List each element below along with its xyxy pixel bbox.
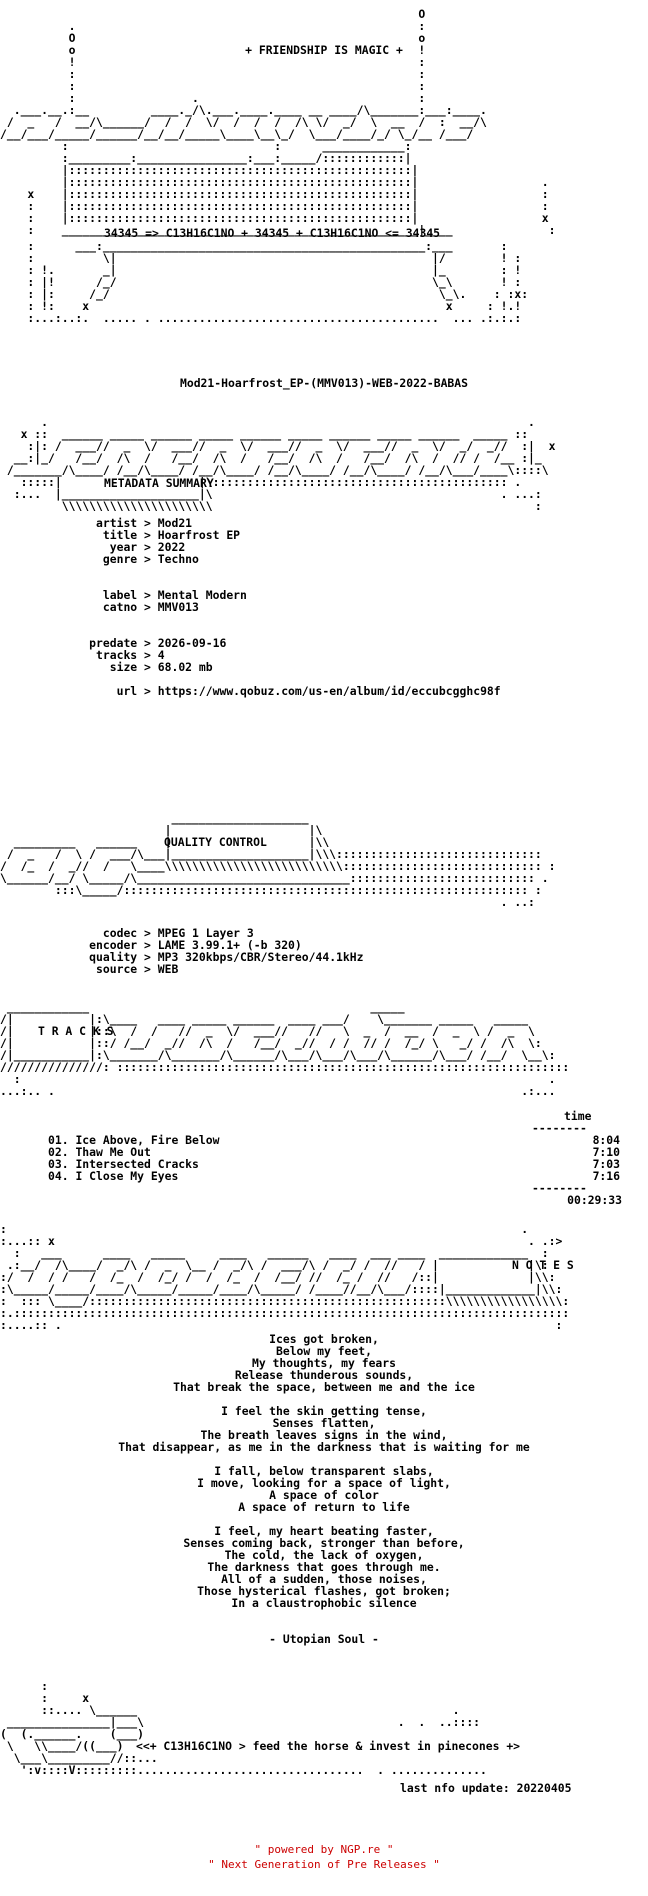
footer-art: : : x ::.... \______ . _______________|_… [0, 1679, 481, 1753]
predate-value: 2026-09-16 [157, 636, 227, 650]
label-value: Mental Modern [157, 588, 247, 602]
label-key: label [102, 588, 138, 602]
footer-art-tail: \___\_________//::... ':v::::V:::::::::.… [13, 1751, 487, 1777]
quality-key: quality [89, 950, 138, 964]
catno-key: catno [102, 600, 138, 614]
artist-value: Mod21 [157, 516, 193, 530]
track-time: 7:16 [592, 1169, 620, 1183]
header-title: + FRIENDSHIP IS MAGIC + [245, 43, 403, 57]
powered-by: " powered by NGP.re " [254, 1843, 394, 1856]
tracklist-total: 00:29:33 [567, 1193, 622, 1207]
source-value: WEB [157, 962, 179, 976]
notes-signature: - Utopian Soul - [269, 1632, 379, 1646]
artist-key: artist [96, 516, 138, 530]
lyric-line: In a claustrophobic silence [231, 1596, 417, 1610]
predate-key: predate [89, 636, 138, 650]
codec-key: codec [102, 926, 138, 940]
notes-stanza: I fall, below transparent slabs, I move,… [0, 1465, 648, 1513]
notes-stanza: Ices got broken, Below my feet, My thoug… [0, 1333, 648, 1393]
lyric-line: Below my feet, [275, 1344, 372, 1358]
tracks-value: 4 [157, 648, 165, 662]
tracklist-time-header: time [564, 1109, 592, 1123]
track-title: Thaw Me Out [75, 1145, 151, 1159]
lyric-line: That disappear, as me in the darkness th… [118, 1440, 530, 1454]
url-key: url [116, 684, 138, 698]
track-title: I Close My Eyes [75, 1169, 179, 1183]
encoder-key: encoder [89, 938, 138, 952]
header-art-lower: : ___:__________________________________… [27, 239, 529, 325]
title-key: title [102, 528, 138, 542]
lyric-line: Senses coming back, stronger than before… [183, 1536, 465, 1550]
track-number: 01. [48, 1133, 69, 1147]
notes-section-title: N O T E S [512, 1258, 574, 1272]
header-art: O . : O o o ! [0, 7, 556, 237]
track-row: 03. Intersected Cracks [48, 1158, 199, 1170]
codec-value: MPEG 1 Layer 3 [157, 926, 254, 940]
footer-motto: <<+ C13H16C1NO > feed the horse & invest… [136, 1739, 521, 1753]
release-name: Mod21-Hoarfrost_EP-(MMV013)-WEB-2022-BAB… [179, 376, 469, 390]
lyric-line: I feel, my heart beating faster, [214, 1524, 434, 1538]
genre-value: Techno [157, 552, 199, 566]
track-row: 02. Thaw Me Out [48, 1146, 151, 1158]
next-generation: " Next Generation of Pre Releases " [208, 1858, 440, 1871]
track-time: 7:03 [592, 1157, 620, 1171]
lyric-line: A space of color [269, 1488, 379, 1502]
lyric-line: I move, looking for a space of light, [197, 1476, 451, 1490]
track-row: 01. Ice Above, Fire Below [48, 1134, 219, 1146]
album-url-link[interactable]: https://www.qobuz.com/us-en/album/id/ecc… [157, 684, 501, 698]
lyric-line: Ices got broken, [269, 1332, 379, 1346]
notes-stanza: I feel the skin getting tense, Senses fl… [0, 1405, 648, 1453]
lyric-line: The cold, the lack of oxygen, [224, 1548, 424, 1562]
track-number: 02. [48, 1145, 69, 1159]
title-value: Hoarfrost EP [157, 528, 241, 542]
formula: 34345 => C13H16C1NO + 34345 + C13H16C1NO… [104, 226, 441, 240]
lyric-line: The darkness that goes through me. [207, 1560, 441, 1574]
track-title: Intersected Cracks [75, 1157, 199, 1171]
genre-key: genre [102, 552, 138, 566]
track-title: Ice Above, Fire Below [75, 1133, 220, 1147]
source-key: source [96, 962, 138, 976]
track-time: 8:04 [592, 1133, 620, 1147]
quality-banner-art: ____________________ | |\ _________ ____… [0, 811, 556, 909]
lyric-line: The breath leaves signs in the wind, [200, 1428, 448, 1442]
encoder-value: LAME 3.99.1+ (-b 320) [157, 938, 302, 952]
lyric-line: Release thunderous sounds, [234, 1368, 414, 1382]
track-number: 03. [48, 1157, 69, 1171]
lyric-line: I fall, below transparent slabs, [214, 1464, 434, 1478]
size-value: 68.02 mb [157, 660, 213, 674]
metadata-values: artist > Mod21 title > Hoarfrost EP year… [89, 516, 501, 698]
tracks-banner-art: ____________ _____ /| |:\____ ____ _____… [0, 1000, 570, 1098]
tracks-key: tracks [96, 648, 138, 662]
lyric-line: I feel the skin getting tense, [221, 1404, 427, 1418]
tracks-section-title: T R A C K S [38, 1024, 114, 1038]
metadata-section-title: METADATA SUMMARY [104, 476, 214, 490]
tracklist-bottom-rule: -------- [532, 1181, 587, 1195]
metadata-banner-art: . . x :: ______ _____ ______ _____ _____… [6, 415, 556, 513]
lyric-line: All of a sudden, those noises, [221, 1572, 427, 1586]
last-update: last nfo update: 20220405 [400, 1781, 572, 1795]
year-value: 2022 [157, 540, 186, 554]
notes-banner-art: : . :...:: x . .:> : ___ ____ _____ ____ [0, 1222, 570, 1332]
track-number: 04. [48, 1169, 69, 1183]
lyric-line: My thoughts, my fears [251, 1356, 396, 1370]
lyric-line: Senses flatten, [272, 1416, 376, 1430]
quality-value: MP3 320kbps/CBR/Stereo/44.1kHz [157, 950, 364, 964]
track-time: 7:10 [592, 1145, 620, 1159]
year-key: year [109, 540, 138, 554]
tracklist-top-rule: -------- [532, 1121, 587, 1135]
notes-stanza: I feel, my heart beating faster, Senses … [0, 1525, 648, 1609]
catno-value: MMV013 [157, 600, 199, 614]
quality-section-title: QUALITY CONTROL [164, 835, 267, 849]
size-key: size [109, 660, 138, 674]
lyric-line: A space of return to life [238, 1500, 410, 1514]
quality-values: codec > MPEG 1 Layer 3 encoder > LAME 3.… [89, 926, 364, 976]
lyric-line: That break the space, between me and the… [173, 1380, 475, 1394]
lyric-line: Those hysterical flashes, got broken; [197, 1584, 451, 1598]
track-row: 04. I Close My Eyes [48, 1170, 178, 1182]
